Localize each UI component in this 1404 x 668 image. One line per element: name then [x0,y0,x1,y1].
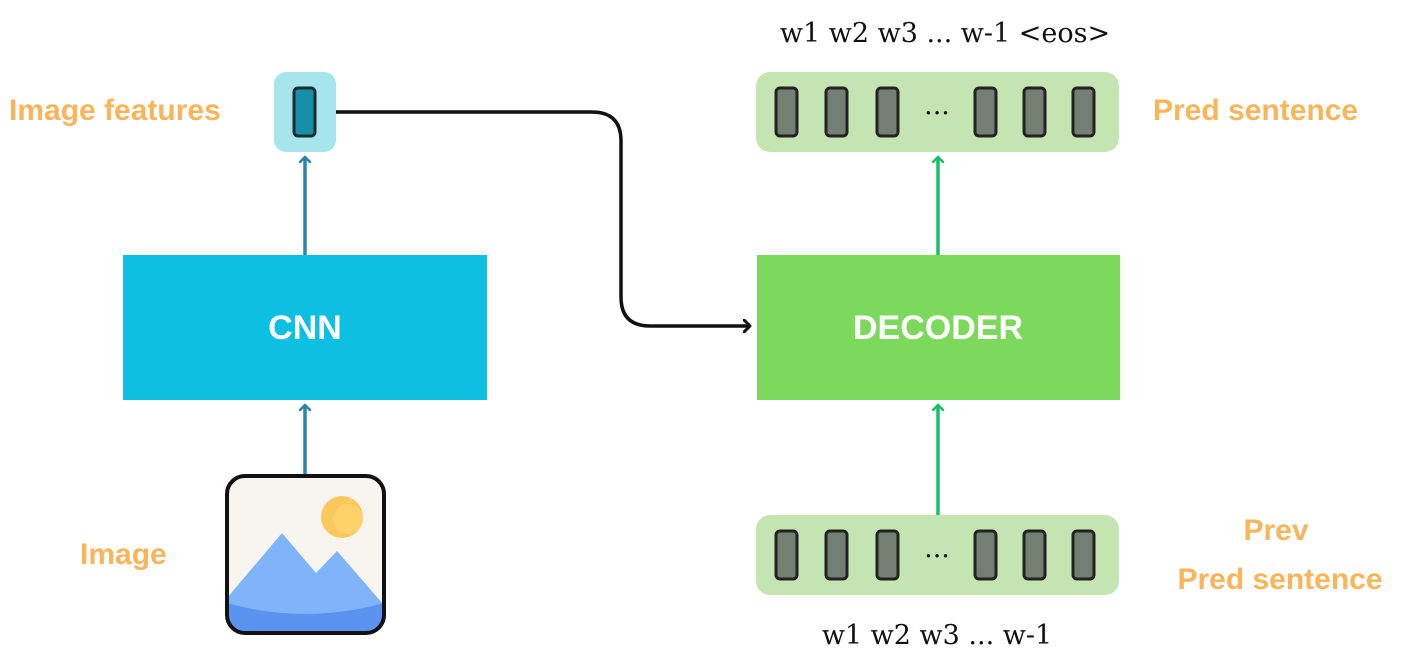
token-cell [875,529,900,581]
image-landscape-icon [225,474,386,635]
token-cell [774,529,799,581]
ground-shape [227,603,384,633]
image-label: Image [80,538,167,571]
token-cell [973,529,998,581]
token-cell [824,86,849,138]
pred-sentence-ellipsis: ... [924,90,950,121]
token-cell [824,529,849,581]
prev-sentence-token-cells [774,529,1096,581]
cnn-box [123,255,487,400]
prev-label-line2: Pred sentence [1177,563,1382,596]
token-cell [973,86,998,138]
decoder-box [757,255,1120,400]
image-features-label: Image features [9,94,221,127]
token-cell [875,86,900,138]
sun-highlight [333,504,363,534]
prev-label-line1: Prev [1243,514,1308,547]
prev-sentence-ellipsis: ... [924,533,950,564]
token-cell [1071,86,1096,138]
features-to-decoder-arrow [336,110,750,326]
token-cell [1071,529,1096,581]
token-cell [1022,529,1047,581]
token-cell [774,86,799,138]
cnn-label: CNN [268,309,342,347]
image-icon-frame [225,474,386,635]
pred-sentence-token-cells [774,86,1096,138]
token-cell [1022,86,1047,138]
output-words: w1 w2 w3 ... w-1 <eos> [780,18,1110,49]
pred-sentence-label: Pred sentence [1153,94,1358,127]
image-features-cell [292,86,317,138]
decoder-label: DECODER [853,309,1023,347]
mountain-shape [227,533,384,633]
input-words: w1 w2 w3 ... w-1 [822,620,1052,651]
